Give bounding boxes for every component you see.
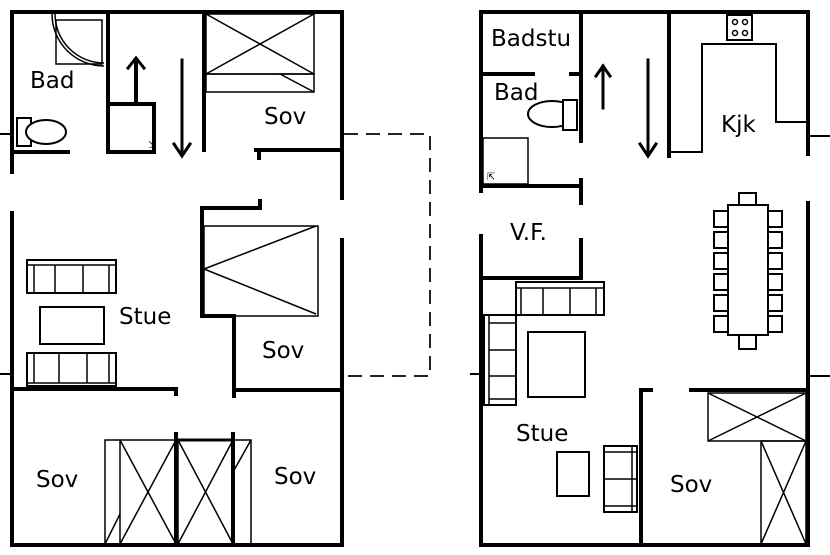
stove-icon xyxy=(726,14,753,41)
stair-landing xyxy=(106,102,156,154)
wall xyxy=(639,388,653,547)
sofa-icon xyxy=(26,259,117,294)
kitchen-counter xyxy=(671,43,806,153)
coffee-table-icon xyxy=(39,306,105,345)
room-label-stue: Stue xyxy=(119,304,171,330)
room-label-badstu: Badstu xyxy=(491,26,571,52)
side-table-icon xyxy=(556,451,590,497)
stair-down-arrow-icon xyxy=(171,58,193,159)
bed-icon xyxy=(177,439,252,545)
coffee-table-icon xyxy=(527,331,586,398)
drain-icon: ⇱ xyxy=(487,172,495,183)
chair-icon xyxy=(713,210,729,228)
room-label-vf: V.F. xyxy=(510,220,547,246)
dashed-connection xyxy=(344,133,431,377)
toilet-icon xyxy=(16,117,67,147)
chair-icon xyxy=(767,315,783,333)
chair-icon xyxy=(738,334,757,350)
bed-icon xyxy=(760,440,807,546)
sofa-icon xyxy=(26,352,117,387)
chair-icon xyxy=(713,252,729,270)
room-label-stue: Stue xyxy=(516,421,568,447)
dining-table-icon xyxy=(713,192,783,350)
sofa-icon xyxy=(515,281,605,316)
shower-icon xyxy=(51,13,105,67)
chair-icon xyxy=(713,294,729,312)
toilet-icon xyxy=(527,99,578,131)
stair-up-arrow-icon xyxy=(125,55,147,104)
chair-icon xyxy=(767,294,783,312)
left-floor: Bad ⇲ Sov Sov xyxy=(0,10,350,547)
room-label-sov: Sov xyxy=(670,472,712,498)
bed-icon xyxy=(203,225,319,317)
room-label-kjk: Kjk xyxy=(721,112,756,138)
room-label-bad: Bad xyxy=(494,80,538,106)
sofa-icon xyxy=(483,314,517,406)
bed-icon xyxy=(104,439,177,545)
room-label-sov-mid: Sov xyxy=(262,338,304,364)
chair-icon xyxy=(767,231,783,249)
stair-down-arrow-icon xyxy=(637,58,659,159)
chair-icon xyxy=(767,210,783,228)
stair-up-arrow-icon xyxy=(593,63,613,110)
chair-icon xyxy=(767,273,783,291)
chair-icon xyxy=(713,315,729,333)
chair-icon xyxy=(738,192,757,206)
chair-icon xyxy=(713,231,729,249)
drain-icon: ⇲ xyxy=(148,140,157,151)
room-label-bad: Bad xyxy=(30,68,74,94)
chair-icon xyxy=(767,252,783,270)
bed-icon xyxy=(205,13,315,93)
bed-icon xyxy=(707,392,807,442)
chair-icon xyxy=(713,273,729,291)
room-label-sov-top: Sov xyxy=(264,104,306,130)
room-label-sov-bottom-left: Sov xyxy=(36,467,78,493)
armchair-icon xyxy=(603,445,638,513)
room-label-sov-bottom-right: Sov xyxy=(274,464,316,490)
right-floor: Badstu Bad ⇱ Kjk V.F. xyxy=(470,10,830,547)
